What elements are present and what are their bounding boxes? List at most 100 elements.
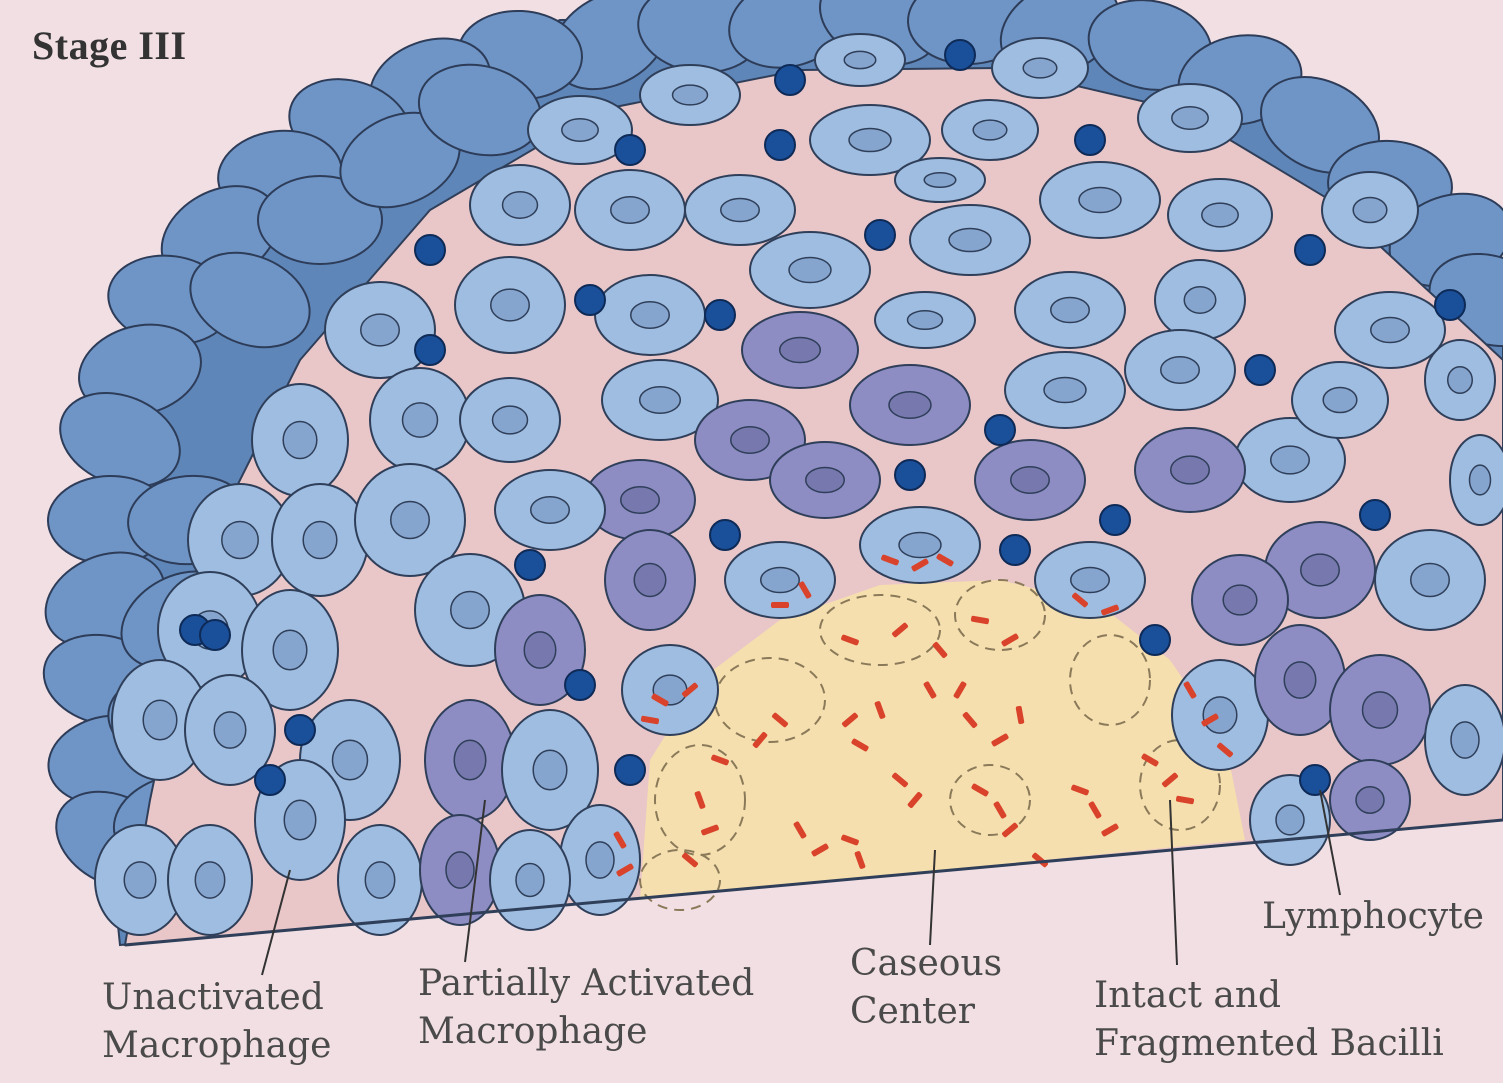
lymphocyte: [985, 415, 1015, 445]
macrophage-nucleus: [721, 198, 760, 221]
macrophage-nucleus: [908, 311, 943, 329]
macrophage-nucleus: [1363, 692, 1398, 728]
macrophage-nucleus: [889, 392, 931, 418]
macrophage-nucleus: [1371, 317, 1410, 342]
bacilli-label-line1: Intact and: [1094, 972, 1444, 1020]
macrophage-nucleus: [586, 842, 614, 878]
lymphocyte: [895, 460, 925, 490]
lymphocyte: [1140, 625, 1170, 655]
unactivated-label-line1: Unactivated: [102, 974, 331, 1022]
macrophage-nucleus: [124, 862, 156, 898]
caseous-label-line2: Center: [850, 988, 1002, 1036]
macrophage-nucleus: [780, 337, 821, 362]
macrophage-nucleus: [849, 128, 891, 151]
lymphocyte: [615, 755, 645, 785]
macrophage-nucleus: [1411, 564, 1450, 597]
macrophage-nucleus: [284, 800, 316, 840]
lymphocyte: [1435, 290, 1465, 320]
macrophage-nucleus: [1284, 662, 1316, 698]
caseous-label-line1: Caseous: [850, 940, 1002, 988]
lymphocyte: [255, 765, 285, 795]
macrophage-nucleus: [673, 85, 708, 105]
macrophage-nucleus: [973, 120, 1007, 140]
macrophage-nucleus: [789, 257, 831, 282]
lymphocyte: [1100, 505, 1130, 535]
macrophage-nucleus: [1470, 465, 1491, 495]
macrophage-nucleus: [611, 197, 650, 223]
macrophage-nucleus: [1184, 287, 1216, 313]
macrophage-nucleus: [1223, 585, 1257, 615]
bacilli-label-line2: Fragmented Bacilli: [1094, 1020, 1444, 1068]
macrophage-nucleus: [143, 700, 177, 740]
macrophage-nucleus: [1356, 787, 1384, 813]
macrophage-nucleus: [333, 740, 368, 780]
macrophage-nucleus: [1323, 387, 1357, 412]
macrophage-nucleus: [1353, 197, 1387, 222]
macrophage-nucleus: [391, 502, 430, 539]
macrophage-nucleus: [493, 406, 528, 434]
macrophage-nucleus: [273, 630, 307, 670]
lymphocyte: [705, 300, 735, 330]
lymphocyte: [1245, 355, 1275, 385]
macrophage-nucleus: [1203, 697, 1237, 733]
macrophage-nucleus: [731, 427, 770, 453]
macrophage-nucleus: [640, 387, 681, 413]
macrophage-nucleus: [1071, 567, 1110, 592]
stage-title: Stage III: [32, 22, 187, 69]
lymphocyte: [775, 65, 805, 95]
macrophage-nucleus: [1171, 456, 1210, 484]
partial-label-line2: Macrophage: [418, 1008, 754, 1056]
macrophage-nucleus: [1301, 554, 1340, 586]
macrophage-nucleus: [491, 289, 530, 321]
lymphocyte: [565, 670, 595, 700]
partially-activated-macrophage-label: Partially Activated Macrophage: [418, 960, 754, 1056]
macrophage-nucleus: [1079, 187, 1121, 212]
macrophage-nucleus: [1011, 467, 1050, 493]
macrophage-nucleus: [195, 862, 224, 898]
macrophage-nucleus: [365, 862, 394, 898]
macrophage-nucleus: [949, 228, 991, 251]
macrophage-nucleus: [1451, 722, 1479, 758]
macrophage-nucleus: [1271, 446, 1310, 474]
lymphocyte-label-text: Lymphocyte: [1262, 893, 1484, 941]
macrophage-nucleus: [303, 522, 337, 559]
macrophage-nucleus: [621, 487, 660, 513]
lymphocyte: [1295, 235, 1325, 265]
macrophage-nucleus: [283, 422, 317, 459]
macrophage-nucleus: [634, 564, 666, 597]
macrophage-nucleus: [533, 750, 567, 790]
macrophage-nucleus: [1161, 357, 1200, 383]
macrophage-nucleus: [531, 497, 570, 523]
macrophage-nucleus: [403, 403, 438, 437]
macrophage-nucleus: [1202, 203, 1238, 227]
macrophage-nucleus: [1044, 377, 1086, 402]
macrophage-nucleus: [1448, 367, 1473, 393]
macrophage-nucleus: [1023, 58, 1057, 78]
macrophage-nucleus: [1276, 805, 1304, 835]
lymphocyte: [615, 135, 645, 165]
macrophage-nucleus: [451, 592, 490, 629]
lymphocyte: [765, 130, 795, 160]
lymphocyte: [865, 220, 895, 250]
lymphocyte: [415, 235, 445, 265]
lymphocyte: [285, 715, 315, 745]
lymphocyte: [1300, 765, 1330, 795]
macrophage-nucleus: [761, 567, 800, 592]
macrophage-nucleus: [806, 467, 845, 492]
unactivated-macrophage-label: Unactivated Macrophage: [102, 974, 331, 1070]
macrophage-nucleus: [631, 302, 670, 328]
macrophage-nucleus: [503, 192, 538, 218]
bacilli-label: Intact and Fragmented Bacilli: [1094, 972, 1444, 1068]
macrophage-nucleus: [454, 740, 486, 780]
lymphocyte: [200, 620, 230, 650]
lymphocyte: [515, 550, 545, 580]
macrophage-nucleus: [924, 173, 956, 188]
macrophage-nucleus: [524, 632, 556, 668]
macrophage-nucleus: [516, 864, 544, 897]
lymphocyte-label: Lymphocyte: [1262, 893, 1484, 941]
lymphocyte: [945, 40, 975, 70]
macrophage-nucleus: [844, 51, 876, 68]
macrophage-nucleus: [361, 314, 400, 346]
macrophage-nucleus: [446, 852, 474, 888]
